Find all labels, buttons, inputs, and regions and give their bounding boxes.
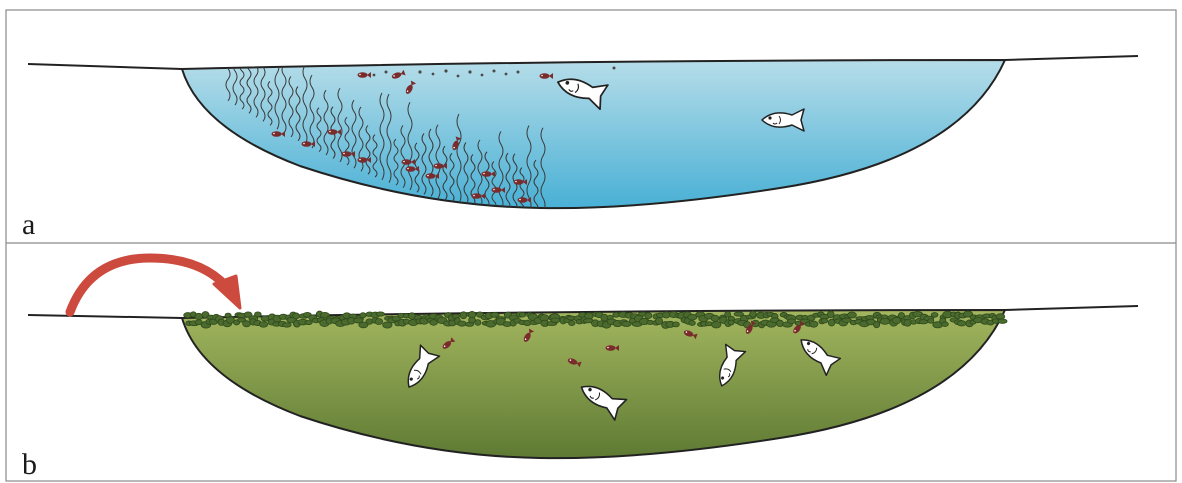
algae-clump (847, 312, 856, 318)
algae-clump (928, 319, 934, 324)
algae-clump (998, 319, 1007, 323)
algae-clump (375, 319, 383, 325)
lake-basin-clear (182, 60, 1005, 208)
algae-clump (750, 311, 757, 317)
algae-clump (569, 321, 575, 326)
algae-clump (931, 312, 938, 317)
runoff-arrow-icon (70, 258, 240, 312)
algae-clump (293, 313, 300, 319)
algae-clump (672, 322, 679, 327)
algae-clump (788, 319, 796, 324)
algae-clump (243, 321, 251, 327)
algae-clump (957, 321, 966, 326)
algae-clump (711, 315, 719, 321)
shoreline-a-right (1005, 56, 1138, 60)
algae-clump (904, 320, 911, 327)
algae-clump (283, 323, 292, 327)
algae-clump (254, 312, 261, 317)
algae-clump (821, 319, 827, 324)
algae-clump (942, 322, 949, 327)
algae-clump (259, 322, 268, 327)
algae-clump (728, 320, 734, 325)
algae-clump (551, 318, 560, 323)
panel-b: b (22, 258, 1138, 481)
algae-clump (689, 321, 696, 326)
shoreline-b-right (1005, 306, 1138, 310)
algae-clump (475, 320, 481, 326)
panel-label-b: b (22, 448, 37, 481)
algae-clump (195, 313, 203, 320)
algae-clump (996, 314, 1005, 320)
algae-clump (645, 313, 652, 319)
panel-label-a: a (22, 208, 35, 241)
shoreline-b (28, 315, 182, 318)
algae-clump (809, 321, 817, 327)
lake-basin-eutrophic (182, 310, 1005, 458)
algae-clump (519, 313, 526, 318)
shoreline-a (28, 64, 182, 69)
algae-clump (460, 312, 467, 319)
algae-clump (305, 321, 312, 325)
algae-clump (712, 321, 721, 328)
algae-clump (360, 313, 366, 318)
algae-clump (376, 312, 384, 316)
panel-a: a (22, 36, 1138, 241)
